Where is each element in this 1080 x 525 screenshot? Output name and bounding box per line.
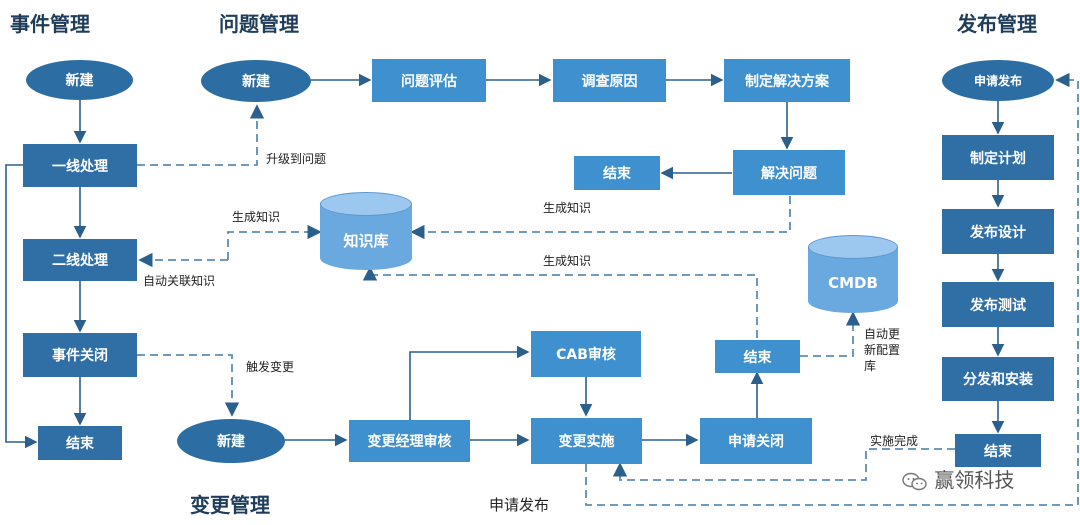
incident-end-node[interactable]: 结束	[38, 426, 122, 460]
watermark: 赢领科技	[902, 464, 1014, 493]
knowledge-base-label: 知识库	[343, 231, 389, 250]
section-title-problem: 问题管理	[219, 12, 299, 36]
edge-knowledge-from-problem	[410, 196, 791, 240]
change-new-node[interactable]: 新建	[177, 419, 285, 463]
annotation-trigger-change: 触发变更	[246, 360, 295, 374]
annotation-gen-knowledge: 生成知识	[543, 254, 592, 268]
section-title-release: 发布管理	[957, 12, 1037, 36]
change-close-request-node[interactable]: 申请关闭	[700, 418, 812, 464]
annotation-gen-knowledge: 生成知识	[232, 210, 281, 224]
problem-end-node[interactable]: 结束	[574, 156, 660, 190]
edge-knowledge-from-incident	[227, 224, 322, 260]
incident-first-line-node[interactable]: 一线处理	[23, 144, 137, 187]
section-title-incident: 事件管理	[10, 12, 90, 36]
incident-second-line-node[interactable]: 二线处理	[23, 239, 137, 281]
watermark-text: 赢领科技	[934, 468, 1015, 492]
annotation-auto-link: 自动关联知识	[143, 274, 216, 288]
edge-knowledge-from-change	[362, 266, 758, 338]
cmdb-cylinder[interactable]: CMDB	[808, 235, 898, 313]
incident-new-node[interactable]: 新建	[26, 60, 133, 100]
change-manager-review-node[interactable]: 变更经理审核	[349, 420, 470, 462]
problem-solve-node[interactable]: 解决问题	[733, 150, 845, 195]
annotation-escalate: 升级到问题	[266, 152, 327, 166]
problem-assess-node[interactable]: 问题评估	[372, 59, 486, 102]
release-end-node[interactable]: 结束	[955, 434, 1041, 467]
change-implement-node[interactable]: 变更实施	[531, 418, 642, 464]
edge-trigger-change	[137, 354, 240, 417]
release-design-node[interactable]: 发布设计	[942, 209, 1054, 254]
change-end-node[interactable]: 结束	[715, 340, 800, 373]
annotation-auto-update-cmdb: 自动更新配置库	[864, 327, 901, 373]
annotation-gen-knowledge: 生成知识	[543, 201, 592, 215]
release-apply-node[interactable]: 申请发布	[942, 60, 1054, 101]
annotation-impl-done: 实施完成	[870, 434, 919, 448]
incident-close-node[interactable]: 事件关闭	[23, 333, 137, 377]
edge-update-cmdb	[800, 311, 861, 357]
edge-apply-release	[585, 72, 1079, 506]
section-title-change: 变更管理	[190, 493, 270, 517]
release-test-node[interactable]: 发布测试	[942, 282, 1054, 327]
release-deploy-node[interactable]: 分发和安装	[942, 357, 1054, 401]
problem-investigate-node[interactable]: 调查原因	[553, 59, 666, 102]
annotation-apply-release: 申请发布	[489, 496, 550, 514]
cmdb-label: CMDB	[828, 274, 878, 292]
edge-inc-first-end	[5, 164, 38, 449]
change-cab-review-node[interactable]: CAB审核	[531, 331, 641, 377]
edge-impl-done	[612, 448, 955, 481]
wechat-icon	[902, 472, 928, 492]
cylinder-top	[320, 192, 412, 216]
edge-chg-review-cab	[409, 345, 530, 420]
wechat-icon-svg	[902, 472, 927, 490]
cylinder-top	[808, 235, 898, 259]
problem-new-node[interactable]: 新建	[201, 60, 311, 102]
knowledge-base-cylinder[interactable]: 知识库	[320, 192, 412, 270]
edge-escalate-to-problem	[137, 104, 265, 166]
release-plan-node[interactable]: 制定计划	[942, 135, 1054, 180]
problem-plan-solution-node[interactable]: 制定解决方案	[724, 59, 850, 102]
